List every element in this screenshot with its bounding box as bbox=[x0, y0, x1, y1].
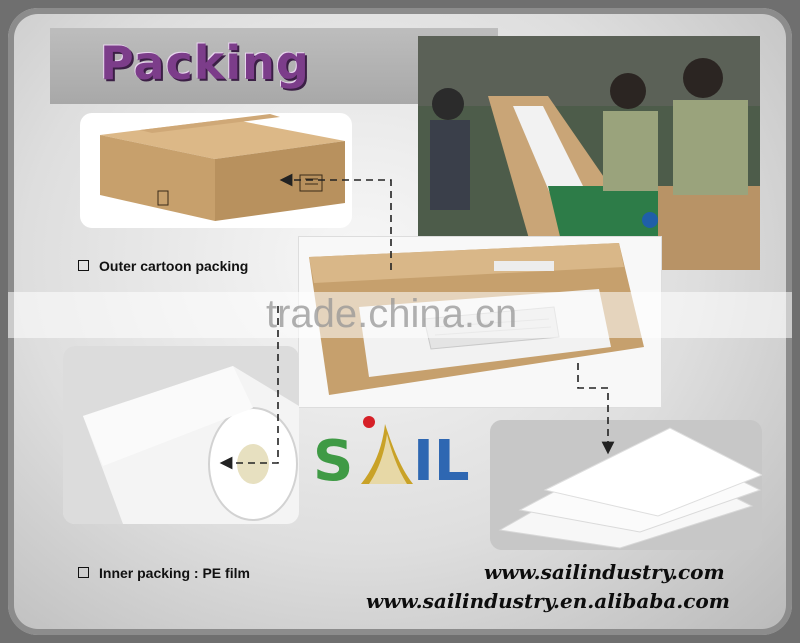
page-title: Packing bbox=[100, 36, 310, 90]
inner-packing-caption: Inner packing : PE film bbox=[78, 565, 250, 581]
dashed-arrow-icon bbox=[219, 173, 615, 470]
sail-logo: S IL bbox=[313, 416, 470, 494]
outer-packing-caption: Outer cartoon packing bbox=[78, 258, 248, 274]
watermark-band bbox=[8, 292, 792, 338]
factory-photo bbox=[418, 36, 760, 270]
slide-frame: Packing bbox=[8, 8, 792, 635]
box-glyph-icon bbox=[78, 260, 89, 271]
cardboard-box-image bbox=[80, 113, 352, 228]
foam-roll-image bbox=[63, 346, 299, 524]
foam-boards-image bbox=[490, 420, 762, 550]
box-glyph-icon bbox=[78, 567, 89, 578]
alibaba-url[interactable]: www.sailindustry.en.alibaba.com bbox=[366, 589, 730, 613]
svg-text:IL: IL bbox=[413, 429, 470, 494]
website-url[interactable]: www.sailindustry.com bbox=[484, 560, 725, 584]
watermark: trade.china.cn bbox=[266, 292, 518, 336]
svg-text:S: S bbox=[313, 429, 353, 494]
